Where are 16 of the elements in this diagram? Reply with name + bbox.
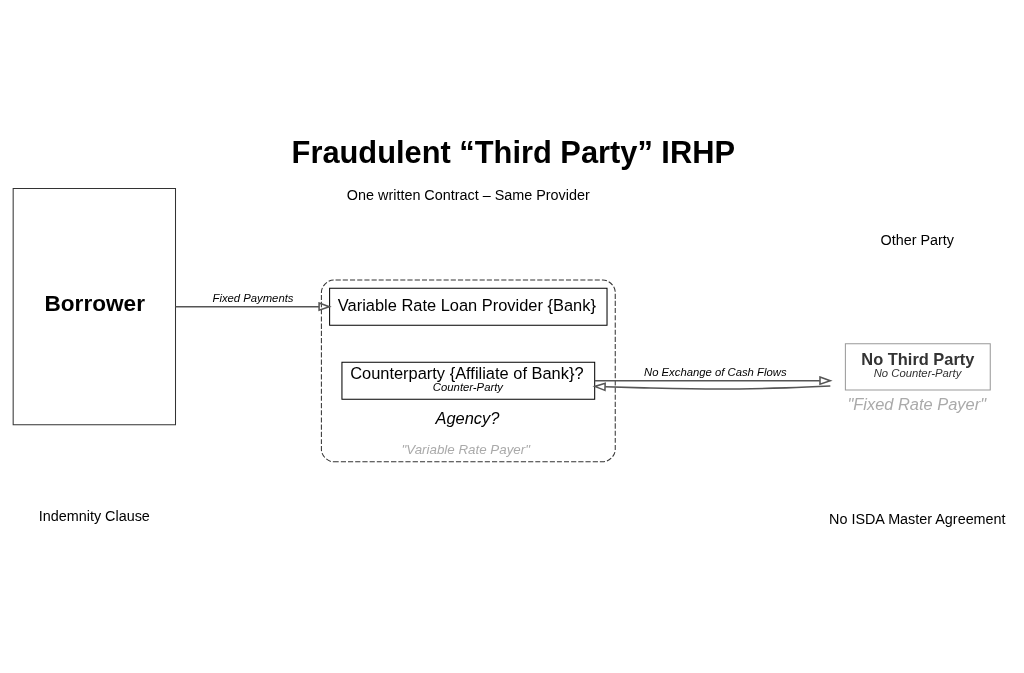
node-label: "Variable Rate Payer"	[401, 441, 530, 457]
label: Indemnity Clause	[38, 507, 150, 524]
edge-label: No Exchange of Cash Flows	[643, 365, 787, 378]
node-box: Counterparty {Affiliate of Bank}? Counter-Party	[340, 361, 595, 400]
label: One written Contract – Same Provider	[346, 186, 590, 203]
arrow	[174, 301, 332, 311]
node-label: "Fixed Rate Payer"	[846, 394, 986, 413]
node-box: No Third Party No Counter-Party	[844, 342, 991, 390]
arrow	[593, 375, 833, 385]
diagram-title: Fraudulent “Third Party” IRHP	[291, 134, 735, 170]
arrow	[591, 381, 831, 391]
node-box: Variable Rate Loan Provider {Bank}	[328, 287, 608, 326]
node-box: Borrower	[12, 187, 176, 425]
edge-label: Fixed Payments	[211, 291, 293, 304]
label: No ISDA Master Agreement	[828, 510, 1006, 527]
label: Other Party	[880, 231, 954, 248]
